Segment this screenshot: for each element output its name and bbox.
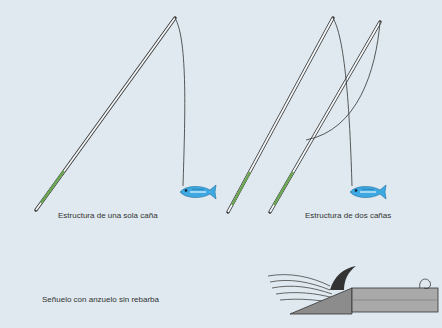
caption-label: Estructura de dos cañas xyxy=(305,211,391,221)
double-pole xyxy=(228,18,380,212)
caption-label: Estructura de una sola caña xyxy=(58,211,158,221)
fishing-line xyxy=(333,18,352,186)
barbless-lure xyxy=(268,266,438,314)
fishing-line xyxy=(306,22,380,140)
single-pole xyxy=(36,18,185,210)
fishing-line xyxy=(175,18,185,186)
caption-label: Señuelo con anzuelo sin rebarba xyxy=(42,295,159,305)
